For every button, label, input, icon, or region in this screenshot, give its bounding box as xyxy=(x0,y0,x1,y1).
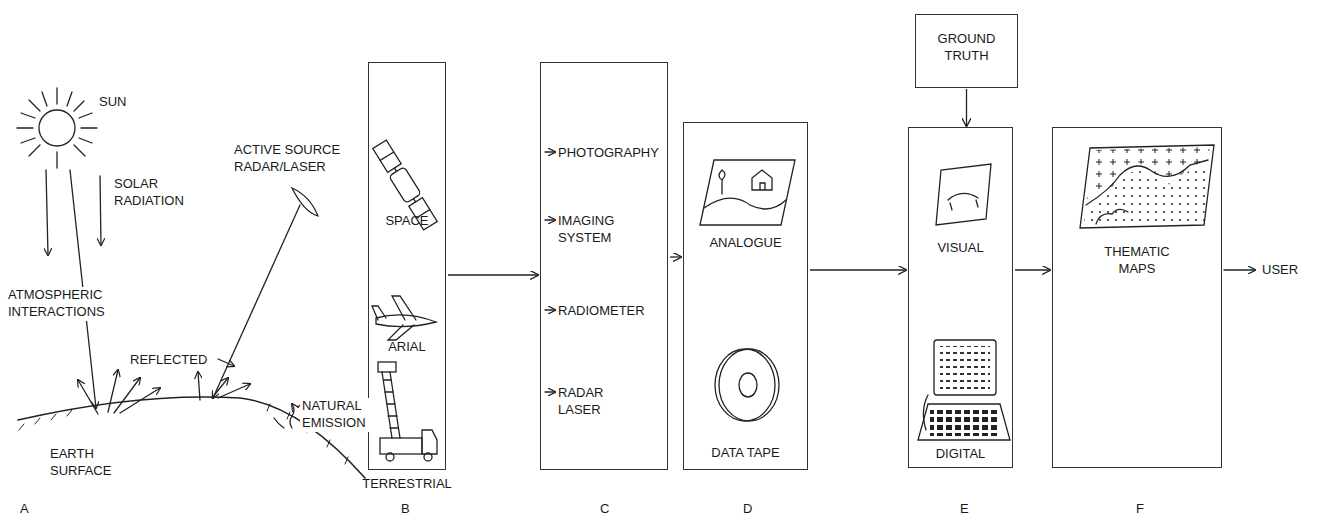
section-letter: F xyxy=(1134,501,1146,518)
node-text: IMAGING SYSTEM xyxy=(558,213,638,247)
sensor-panel: PHOTOGRAPHY IMAGING SYSTEM RADIOMETER RADAR… xyxy=(540,62,668,470)
section-letter: C xyxy=(598,501,611,518)
reflected-label: REFLECTED xyxy=(128,352,209,369)
node-text: DATA TAPE xyxy=(691,445,801,462)
node-text: RADIOMETER xyxy=(558,303,662,320)
node-text: DIGITAL xyxy=(916,446,1006,463)
sun-label: SUN xyxy=(97,94,128,111)
node-text: TERRESTRIAL xyxy=(362,476,452,493)
radiation-label: SOLAR RADIATION xyxy=(112,176,206,210)
plane-icon xyxy=(372,296,436,340)
section-letter: D xyxy=(741,501,754,518)
ground-truth-box: GROUND TRUTH xyxy=(915,14,1018,88)
section-letter: E xyxy=(958,501,971,518)
viewer-icon xyxy=(936,164,991,225)
node-text: PHOTOGRAPHY xyxy=(558,145,662,162)
section-letter: A xyxy=(18,501,31,518)
node-text: ARIAL xyxy=(372,339,442,356)
truck-icon xyxy=(378,362,437,461)
node-text: ANALOGUE xyxy=(691,235,801,252)
node-text: GROUND TRUTH xyxy=(931,31,1003,65)
atmosphere-label: ATMOSPHERIC INTERACTIONS xyxy=(6,287,120,321)
data-panel: ANALOGUE DATA TAPE xyxy=(683,122,808,470)
analysis-panel: VISUAL DIGITAL xyxy=(908,127,1013,468)
section-letter: B xyxy=(399,501,412,518)
node-text: THEMATIC MAPS xyxy=(1095,244,1179,278)
node-text: VISUAL xyxy=(916,240,1006,257)
flow-arrow xyxy=(1015,269,1050,270)
sun-rays xyxy=(17,88,97,168)
tape-icon xyxy=(715,349,779,421)
node-text: RADAR LASER xyxy=(558,385,628,419)
active-source-label: ACTIVE SOURCE RADAR/LASER xyxy=(232,142,356,176)
platform-panel: SPACEARIALTERRESTRIAL xyxy=(368,62,446,470)
map-icon xyxy=(1080,145,1214,228)
flow-arrow xyxy=(966,89,967,126)
flow-arrow xyxy=(670,256,681,257)
flow-arrow xyxy=(810,269,906,270)
node-text: SPACE xyxy=(372,213,442,230)
computer-icon xyxy=(918,340,1010,440)
photo-icon xyxy=(700,160,795,225)
surface-label: EARTH SURFACE xyxy=(48,446,132,480)
output-panel: THEMATIC MAPS xyxy=(1052,127,1222,468)
flow-arrow xyxy=(448,274,538,275)
user-label: USER xyxy=(1260,262,1300,279)
emission-label: NATURAL EMISSION xyxy=(300,398,374,432)
